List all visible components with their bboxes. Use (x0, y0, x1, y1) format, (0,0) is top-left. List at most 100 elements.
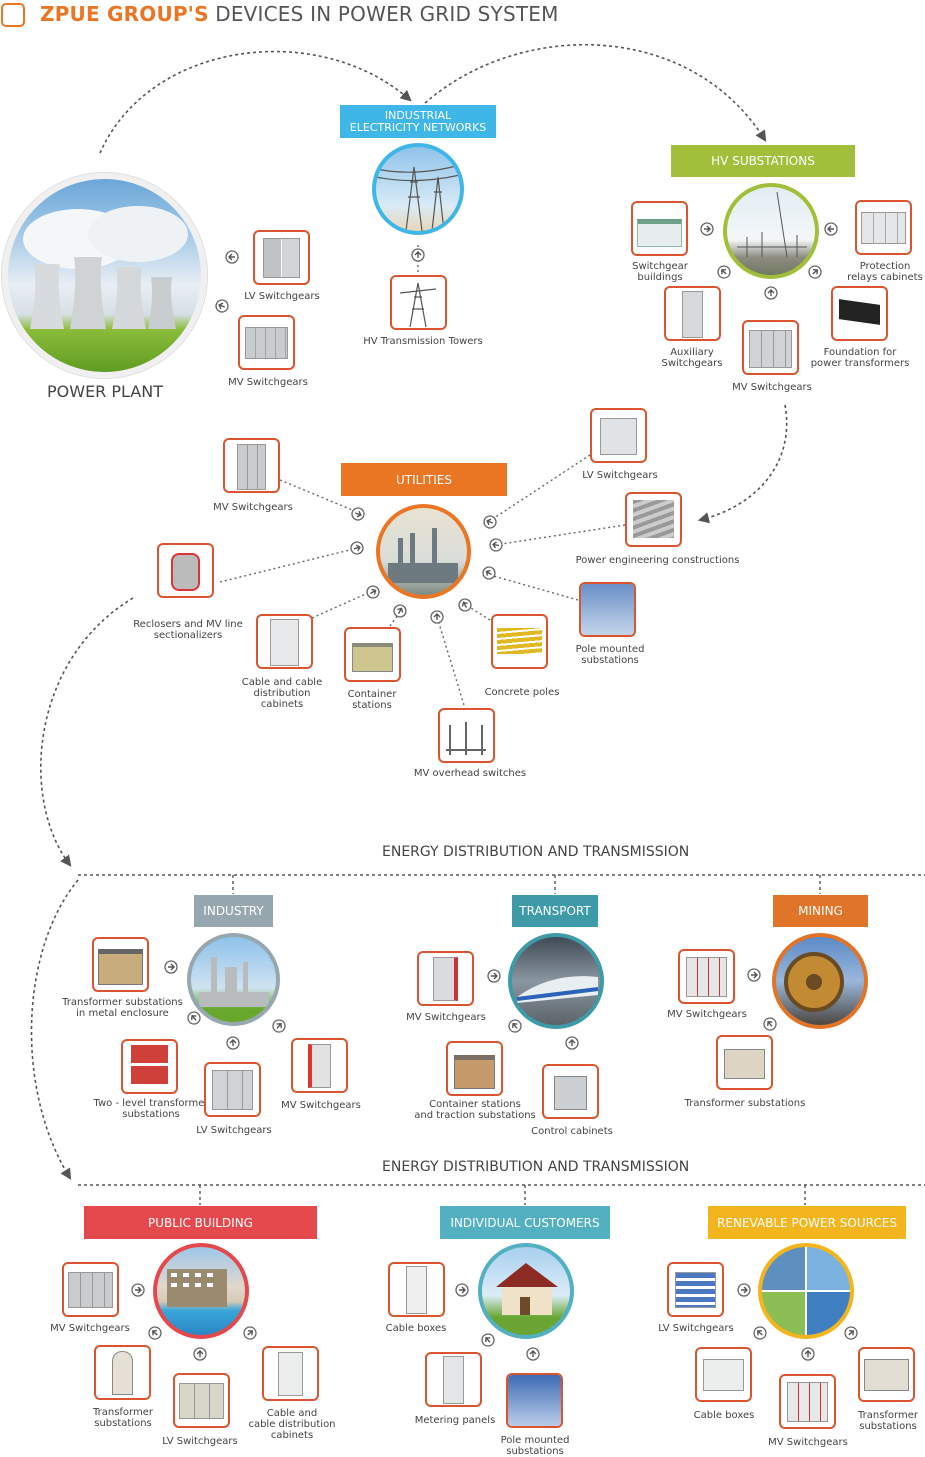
pb-lv-image (173, 1373, 230, 1428)
utilities-image (376, 504, 471, 599)
direction-arrow-icon (808, 265, 822, 279)
pp-mv-switchgear-image (238, 315, 295, 370)
direction-arrow-icon (508, 1019, 522, 1033)
ut-lv-image (590, 408, 647, 463)
tr-mv-label: MV Switchgears (406, 1012, 486, 1023)
ut-lv-label: LV Switchgears (582, 470, 658, 481)
pb-mv-label: MV Switchgears (50, 1323, 130, 1334)
spoke-ut-pole (489, 574, 579, 601)
direction-arrow-icon (737, 1283, 751, 1297)
direction-arrow-icon (489, 538, 503, 552)
in-mv-image (291, 1038, 348, 1093)
direction-arrow-icon (393, 604, 407, 618)
mi-transformer-label: Transformer substations (684, 1098, 806, 1109)
ind-towers-label: HV Transmission Towers (363, 336, 483, 347)
in-lv-label: LV Switchgears (196, 1125, 272, 1136)
mi-transformer-image (716, 1035, 773, 1090)
ut-pole-label: Pole mounted substations (575, 644, 645, 666)
ut-reclosers-image (157, 543, 214, 598)
direction-arrow-icon (366, 585, 380, 599)
direction-arrow-icon (481, 1333, 495, 1347)
mining-banner: MINING (773, 895, 868, 927)
tr-mv-image (417, 951, 474, 1006)
hv-protection-label: Protection relays cabinets (847, 261, 923, 283)
in-lv-image (204, 1062, 261, 1117)
direction-arrow-icon (763, 1017, 777, 1031)
ic-pole-label: Pole mounted substations (500, 1435, 570, 1457)
direction-arrow-icon (272, 1019, 286, 1033)
hv-substation-image (723, 183, 819, 279)
direction-arrow-icon (844, 1326, 858, 1340)
spoke-ut-construct (494, 524, 626, 546)
tr-container-image (446, 1041, 503, 1096)
mining-image (772, 933, 868, 1029)
transport-banner: TRANSPORT (512, 895, 598, 927)
spoke-ut-reclosers (219, 547, 359, 583)
hv-aux-image (664, 286, 721, 341)
mi-mv-label: MV Switchgears (667, 1009, 747, 1020)
pb-lv-label: LV Switchgears (162, 1436, 238, 1447)
direction-arrow-icon (747, 968, 761, 982)
hv-aux-label: Auxiliary Switchgears (661, 347, 723, 369)
tr-container-label: Container stations and traction substati… (414, 1099, 536, 1121)
hv-foundation-label: Foundation for power transformers (810, 347, 910, 369)
industrial-networks-banner: INDUSTRIAL ELECTRICITY NETWORKS (340, 105, 496, 138)
title-rest: DEVICES IN POWER GRID SYSTEM (208, 2, 559, 26)
direction-arrow-icon (148, 1326, 162, 1340)
direction-arrow-icon (225, 250, 239, 264)
hv-buildings-image (631, 201, 688, 256)
public-building-image (153, 1243, 249, 1339)
distribution-section-title-2: ENERGY DISTRIBUTION AND TRANSMISSION (382, 1159, 690, 1175)
ut-pole-image (579, 582, 636, 637)
hv-protection-image (855, 200, 912, 255)
pp-mv-label: MV Switchgears (228, 377, 308, 388)
ind-towers-image (390, 275, 447, 330)
direction-arrow-icon (753, 1326, 767, 1340)
ut-reclosers-label: Reclosers and MV line sectionalizers (133, 619, 243, 641)
re-transformer-label: Transformer substations (857, 1410, 918, 1432)
title-icon (1, 3, 25, 27)
hv-mv-label: MV Switchgears (732, 382, 812, 393)
direction-arrow-icon (226, 1036, 240, 1050)
flow-arrow-utilities-to-dist1 (40, 597, 134, 867)
ic-cable-image (388, 1262, 445, 1317)
direction-arrow-icon (824, 222, 838, 236)
renewable-sources-banner: RENEVABLE POWER SOURCES (708, 1206, 906, 1239)
pb-transformer-image (94, 1345, 151, 1400)
direction-arrow-icon (131, 1283, 145, 1297)
pb-transformer-label: Transformer substations (92, 1407, 153, 1429)
pp-lv-label: LV Switchgears (244, 291, 320, 302)
direction-arrow-icon (565, 1036, 579, 1050)
in-two-image (121, 1039, 178, 1094)
hv-substations-banner: HV SUBSTATIONS (671, 145, 855, 177)
direction-arrow-icon (187, 1011, 201, 1025)
ut-construct-image (625, 492, 682, 547)
re-cable-label: Cable boxes (693, 1410, 755, 1421)
individual-customers-banner: INDIVIDUAL CUSTOMERS (440, 1206, 610, 1239)
ut-overhead-label: MV overhead switches (413, 768, 527, 779)
distribution-section-title-1: ENERGY DISTRIBUTION AND TRANSMISSION (382, 844, 690, 860)
re-transformer-image (858, 1347, 915, 1402)
re-cable-image (695, 1347, 752, 1402)
direction-arrow-icon (193, 1347, 207, 1361)
utilities-banner: UTILITIES (341, 463, 507, 496)
ut-cable-label: Cable and cable distribution cabinets (241, 677, 323, 710)
direction-arrow-icon (430, 610, 444, 624)
ut-mv-image (223, 438, 280, 493)
pb-mv-image (62, 1262, 119, 1317)
ut-overhead-image (438, 708, 495, 763)
ut-mv-label: MV Switchgears (213, 502, 293, 513)
hv-buildings-label: Switchgear buildings (632, 261, 688, 283)
ut-concrete-label: Concrete poles (484, 687, 560, 698)
ut-concrete-image (491, 614, 548, 669)
direction-arrow-icon (351, 507, 365, 521)
direction-arrow-icon (215, 299, 229, 313)
in-metal-image (92, 937, 149, 992)
transport-image (508, 933, 604, 1029)
ut-container-label: Container stations (347, 689, 397, 711)
page-title: ZPUE GROUP'S DEVICES IN POWER GRID SYSTE… (40, 2, 559, 26)
spoke-ut-lv (487, 454, 591, 523)
power-plant-label: POWER PLANT (47, 382, 163, 401)
